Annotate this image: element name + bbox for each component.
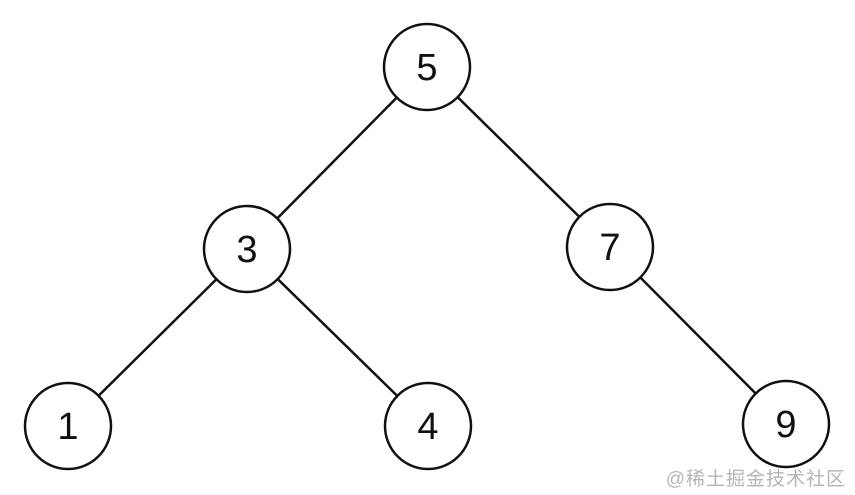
- node-label-3: 3: [236, 229, 257, 271]
- tree-node-1: 1: [23, 381, 113, 471]
- watermark-text: @稀土掘金技术社区: [665, 469, 846, 490]
- node-circle-5: [382, 22, 472, 112]
- tree-node-5: 5: [382, 22, 472, 112]
- node-label-5: 5: [416, 47, 437, 89]
- tree-node-4: 4: [383, 381, 473, 471]
- tree-node-7: 7: [565, 202, 655, 292]
- node-label-1: 1: [57, 406, 78, 448]
- node-circle-7: [565, 202, 655, 292]
- node-circle-3: [202, 204, 292, 294]
- node-label-7: 7: [599, 227, 620, 269]
- node-label-9: 9: [775, 404, 796, 446]
- node-label-4: 4: [417, 406, 438, 448]
- node-circle-4: [383, 381, 473, 471]
- tree-node-3: 3: [202, 204, 292, 294]
- node-circle-9: [741, 379, 831, 469]
- node-circle-1: [23, 381, 113, 471]
- tree-node-9: 9: [741, 379, 831, 469]
